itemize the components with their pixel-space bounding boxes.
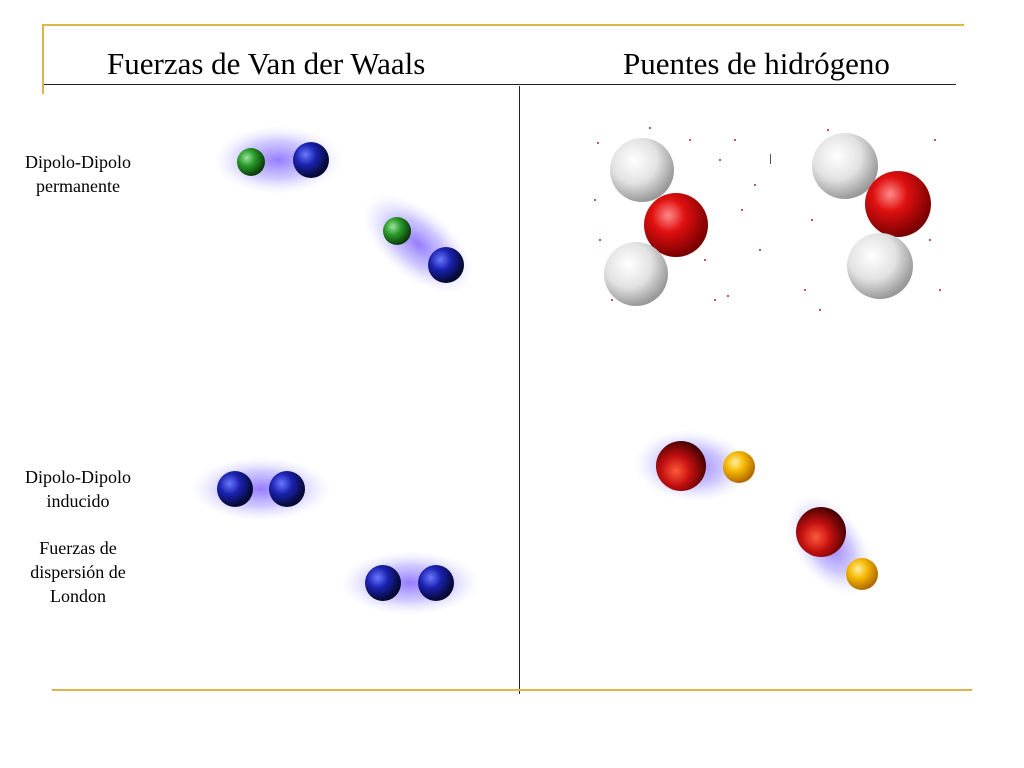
label-dipolo-inducido: Dipolo-Dipolo inducido [4,465,152,513]
glow-halo [340,551,480,615]
induced-dipole-molecule-1 [191,457,331,521]
column-divider-line [519,86,520,694]
label-dipolo-inducido-line2: inducido [46,491,110,511]
label-dipolo-permanente-line1: Dipolo-Dipolo [25,152,131,172]
hbond-molecule-2 [787,495,878,595]
green-atom [237,148,265,176]
header-divider-line [44,84,956,85]
label-dipolo-permanente: Dipolo-Dipolo permanente [4,150,152,198]
label-dipolo-inducido-line1: Dipolo-Dipolo [25,467,131,487]
oxygen-atom [865,171,931,237]
title-van-der-waals: Fuerzas de Van der Waals [107,46,426,81]
blue-atom [293,142,329,178]
top-accent-line [44,24,964,26]
title-puentes-hidrogeno: Puentes de hidrógeno [623,46,890,81]
permanent-dipole-molecule-1 [214,126,342,194]
green-atom [383,217,411,245]
hydrogen-atom [847,233,913,299]
bottom-accent-line [52,689,972,691]
blue-atom [418,565,454,601]
blue-atom [428,247,464,283]
gold-atom [723,451,755,483]
tick-mark [770,154,771,164]
red-atom [656,441,706,491]
permanent-dipole-molecule-2 [362,194,474,294]
label-fuerzas-london: Fuerzas de dispersión de London [30,538,126,606]
hydrogen-atom [812,133,878,199]
water-molecule-1 [604,138,708,306]
glow-halo [191,457,331,521]
hbond-molecule-1 [634,429,755,503]
blue-atom [269,471,305,507]
water-molecule-2 [812,133,931,299]
left-accent-line [42,24,44,94]
hydrogen-atom [604,242,668,306]
blue-atom [217,471,253,507]
hydrogen-atom [610,138,674,202]
oxygen-atom [644,193,708,257]
blue-atom [365,565,401,601]
glow-halo [362,194,474,294]
label-dipolo-permanente-line2: permanente [36,176,120,196]
induced-dipole-molecule-2 [340,551,480,615]
gold-atom [846,558,878,590]
red-atom [796,507,846,557]
water-speckles [594,127,941,311]
